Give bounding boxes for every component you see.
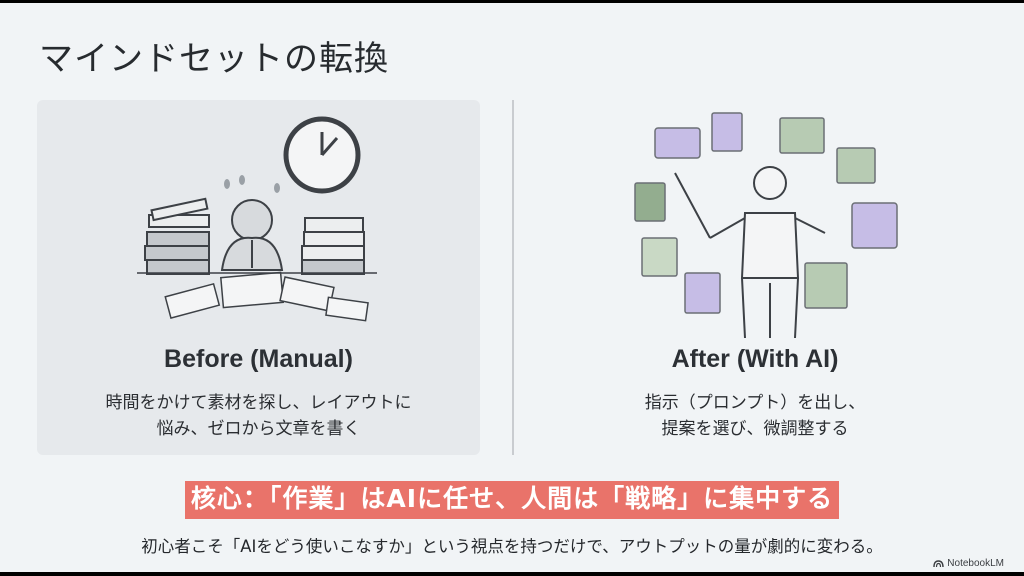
after-description: 指示（プロンプト）を出し、 提案を選び、微調整する: [515, 390, 995, 442]
after-description-line1: 指示（プロンプト）を出し、: [644, 393, 866, 413]
supporting-text: 初心者こそ「AIをどう使いこなすか」という視点を持つだけで、アウトプットの量が劇…: [141, 537, 883, 556]
panel-divider: [512, 100, 514, 455]
stressed-worker-illustration: [137, 116, 377, 322]
key-message-container: 核心：「作業」はAIに任せ、人間は「戦略」に集中する: [0, 481, 1024, 519]
after-panel: After (With AI) 指示（プロンプト）を出し、 提案を選び、微調整す…: [520, 100, 1000, 455]
slide-title: マインドセットの転換: [39, 39, 389, 79]
after-description-line2: 提案を選び、微調整する: [661, 419, 849, 439]
notebooklm-logo-icon: [933, 560, 944, 568]
letterbox-bar: [0, 572, 1024, 576]
slide: マインドセットの転換: [0, 3, 1024, 573]
presenter-ai-illustration: [634, 112, 898, 338]
before-panel: Before (Manual) 時間をかけて素材を探し、レイアウトに 悩み、ゼロ…: [37, 100, 480, 455]
brand-name: NotebookLM: [947, 558, 1004, 569]
before-description-line1: 時間をかけて素材を探し、レイアウトに: [105, 393, 412, 413]
key-message-banner: 核心：「作業」はAIに任せ、人間は「戦略」に集中する: [184, 481, 840, 519]
before-description: 時間をかけて素材を探し、レイアウトに 悩み、ゼロから文章を書く: [37, 390, 480, 442]
after-heading: After (With AI): [671, 345, 839, 373]
before-heading: Before (Manual): [164, 345, 353, 373]
before-description-line2: 悩み、ゼロから文章を書く: [156, 419, 361, 439]
brand-watermark: NotebookLM: [933, 558, 1004, 569]
